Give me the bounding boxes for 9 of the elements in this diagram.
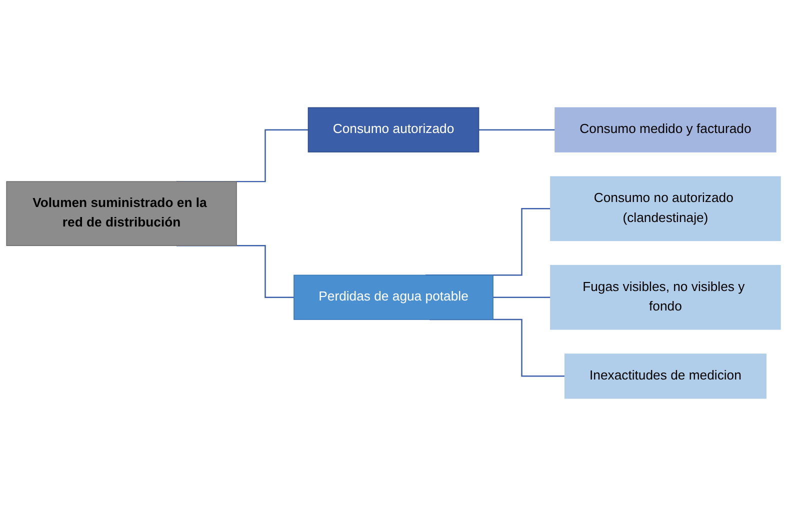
connector <box>493 296 552 298</box>
node-box: Consumo no autorizado (clandestinaje) <box>550 176 781 242</box>
node-box: Perdidas de agua potable <box>294 274 494 320</box>
node-box: Inexactitudes de medicion <box>564 354 766 399</box>
node-box: Volumen suministrado en la red de distribución <box>6 181 237 246</box>
node-box: Consumo medido y facturado <box>554 107 776 152</box>
node-box: Fugas visibles, no visibles y fondo <box>550 264 781 330</box>
connector <box>478 129 556 130</box>
node-box: Consumo autorizado <box>308 107 480 152</box>
